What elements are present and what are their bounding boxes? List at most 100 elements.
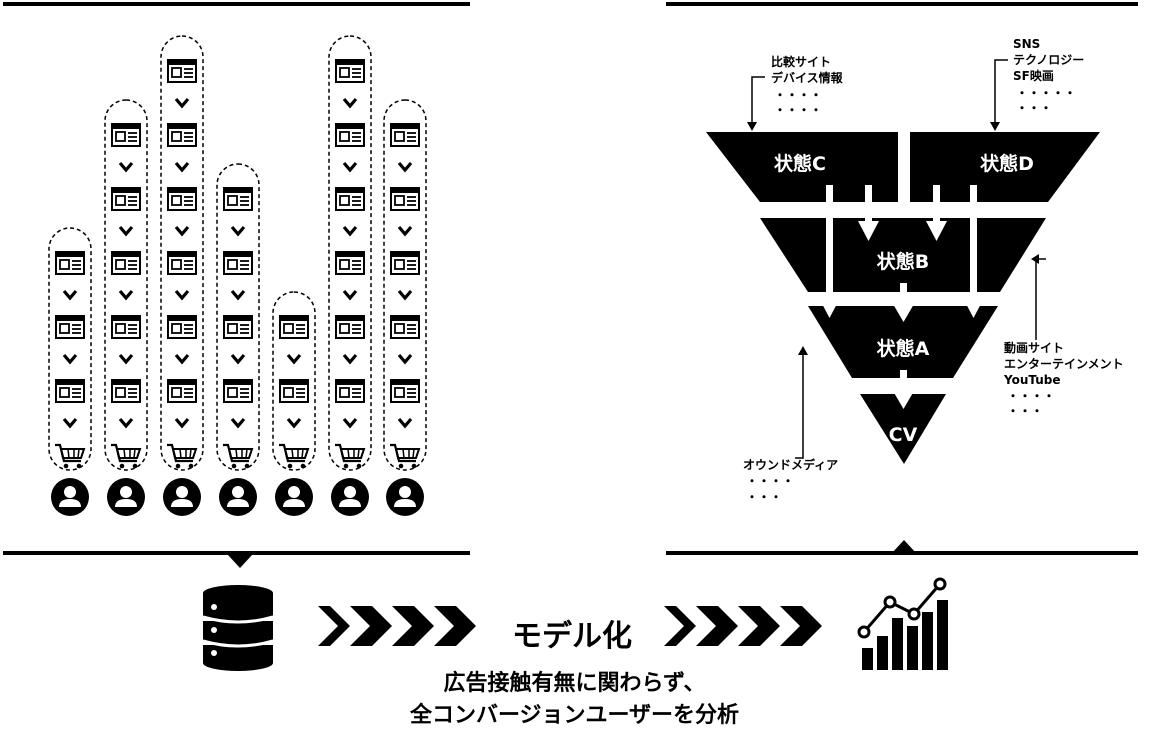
browser-window-icon (167, 123, 197, 147)
browser-window-icon (111, 315, 141, 339)
user-avatar-icon (219, 478, 257, 516)
user-avatar-icon (163, 478, 201, 516)
chevron-down-icon (174, 225, 190, 236)
chevron-down-icon (62, 417, 78, 428)
chevron-down-icon (230, 353, 246, 364)
database-icon (202, 585, 274, 671)
chevron-down-icon (118, 289, 134, 300)
chevron-down-icon (397, 353, 413, 364)
browser-window-icon (390, 379, 420, 403)
chevron-down-icon (397, 289, 413, 300)
source-dots: ・・・・ (1007, 389, 1055, 403)
state-d-label: 状態D (980, 152, 1034, 175)
chevron-down-icon (118, 417, 134, 428)
funnel-state-c (706, 132, 898, 202)
source-label: SNS (1013, 37, 1040, 51)
chevron-down-icon (118, 353, 134, 364)
chevron-down-icon (286, 417, 302, 428)
browser-window-icon (167, 315, 197, 339)
down-notch (228, 555, 252, 568)
journey-capsule (383, 99, 427, 471)
chevron-down-icon (230, 417, 246, 428)
browser-window-icon (223, 187, 253, 211)
source-label: オウンドメディア (743, 457, 838, 472)
user-avatar-icon (275, 478, 313, 516)
source-top-left: 比較サイト デバイス情報 ・・・・ ・・・・ (747, 54, 844, 131)
browser-window-icon (55, 315, 85, 339)
journey-capsule (272, 291, 316, 471)
growth-chart-icon (857, 577, 948, 670)
browser-window-icon (335, 315, 365, 339)
shopping-cart-icon (53, 443, 86, 470)
source-label: エンターテインメント (1004, 357, 1124, 371)
shopping-cart-icon (221, 443, 254, 470)
state-c-label: 状態C (774, 152, 826, 175)
chevron-down-icon (174, 353, 190, 364)
browser-window-icon (55, 251, 85, 275)
shopping-cart-icon (388, 443, 421, 470)
chevron-arrows-right (664, 606, 822, 646)
state-b-label: 状態B (877, 250, 929, 273)
journey-capsule (48, 227, 92, 471)
browser-window-icon (223, 379, 253, 403)
cv-label: CV (889, 424, 918, 446)
source-label: 動画サイト (1004, 340, 1064, 355)
journey-capsule (216, 163, 260, 471)
chevron-down-icon (342, 97, 358, 108)
browser-window-icon (335, 379, 365, 403)
source-dots: ・・・ (746, 490, 782, 504)
source-dots: ・・・・ (746, 474, 794, 488)
source-dots: ・・・・ (774, 88, 822, 102)
chevron-down-icon (230, 289, 246, 300)
funnel-cv (860, 394, 946, 464)
shopping-cart-icon (277, 443, 310, 470)
up-notch (892, 540, 916, 553)
chevron-arrows-left (318, 606, 476, 646)
source-dots: ・・・・・ (1016, 86, 1076, 100)
browser-window-icon (167, 59, 197, 83)
browser-window-icon (335, 123, 365, 147)
chevron-down-icon (397, 225, 413, 236)
source-right: 動画サイト エンターテインメント YouTube ・・・・ ・・・ (1003, 254, 1124, 418)
chevron-down-icon (62, 353, 78, 364)
browser-window-icon (111, 251, 141, 275)
user-avatar-icon (331, 478, 369, 516)
journey-capsule (160, 35, 204, 471)
source-label: テクノロジー (1013, 53, 1084, 67)
funnel-state-a (808, 306, 998, 378)
chevron-down-icon (174, 417, 190, 428)
browser-window-icon (390, 187, 420, 211)
browser-window-icon (167, 251, 197, 275)
chevron-down-icon (174, 161, 190, 172)
chevron-down-icon (342, 289, 358, 300)
caption-line-1: 広告接触有無に関わらず、 (443, 671, 706, 696)
shopping-cart-icon (109, 443, 142, 470)
browser-window-icon (335, 59, 365, 83)
browser-window-icon (390, 123, 420, 147)
user-avatar-icon (386, 478, 424, 516)
chevron-down-icon (342, 417, 358, 428)
journey-capsule (104, 99, 148, 471)
caption-line-2: 全コンバージョンユーザーを分析 (409, 703, 740, 728)
source-top-right: SNS テクノロジー SF映画 ・・・・・ ・・・ (990, 37, 1084, 131)
chevron-down-icon (397, 161, 413, 172)
chevron-down-icon (118, 225, 134, 236)
user-avatar-icon (51, 478, 89, 516)
shopping-cart-icon (165, 443, 198, 470)
browser-window-icon (111, 379, 141, 403)
funnel-diagram: 状態C 状態D 状態B 状態A CV (706, 132, 1100, 464)
source-label: デバイス情報 (771, 70, 844, 85)
user-avatar-icon (107, 478, 145, 516)
user-journeys (48, 35, 427, 516)
chevron-down-icon (397, 417, 413, 428)
chevron-down-icon (286, 353, 302, 364)
source-dots: ・・・・ (774, 103, 822, 117)
browser-window-icon (390, 251, 420, 275)
browser-window-icon (223, 315, 253, 339)
browser-window-icon (55, 379, 85, 403)
browser-window-icon (279, 379, 309, 403)
browser-window-icon (223, 251, 253, 275)
browser-window-icon (279, 315, 309, 339)
state-a-label: 状態A (877, 337, 930, 360)
browser-window-icon (111, 187, 141, 211)
